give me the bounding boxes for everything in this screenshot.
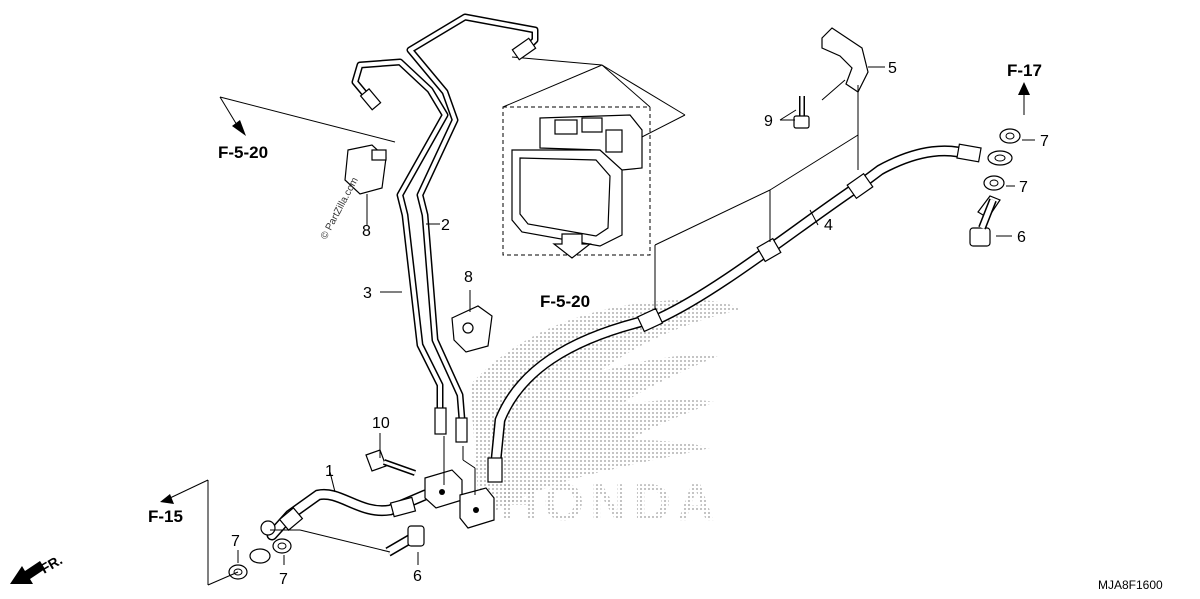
brake-hose-4[interactable] bbox=[487, 143, 982, 483]
diagram-code: MJA8F1600 bbox=[1098, 578, 1163, 592]
watermark: © PartZilla.com bbox=[319, 176, 361, 242]
sealing-washer-7-lower-mid[interactable] bbox=[272, 538, 292, 554]
ref-f-15[interactable]: F-15 bbox=[148, 507, 183, 526]
ref-arrow-down bbox=[552, 233, 592, 259]
honda-logo-text: HONDA bbox=[500, 474, 721, 532]
brake-pipe-3[interactable] bbox=[351, 58, 449, 414]
pipe-2-fitting-bottom bbox=[455, 417, 468, 443]
callout-7-upper-right[interactable]: 7 bbox=[1040, 133, 1049, 150]
pipe-clamp-upper[interactable] bbox=[344, 144, 387, 195]
abs-modulator-group bbox=[502, 56, 686, 256]
ref-f-17[interactable]: F-17 bbox=[1007, 61, 1042, 80]
banjo-bolt-6-lower[interactable] bbox=[385, 525, 425, 557]
callout-10[interactable]: 10 bbox=[372, 415, 390, 432]
ref-f-5-20-center[interactable]: F-5-20 bbox=[540, 292, 590, 311]
callout-3[interactable]: 3 bbox=[363, 285, 372, 302]
callout-2[interactable]: 2 bbox=[441, 217, 450, 234]
bolt-10[interactable] bbox=[365, 449, 417, 476]
ref-arrow-up-left bbox=[160, 479, 239, 586]
banjo-fitting-right[interactable] bbox=[987, 150, 1013, 166]
callout-7-lower-mid[interactable]: 7 bbox=[279, 571, 288, 588]
honda-wing-logo: HONDA bbox=[470, 300, 740, 532]
front-direction-arrow: FR. bbox=[10, 551, 65, 584]
sealing-washer-7-lower-right[interactable] bbox=[983, 175, 1005, 191]
callout-7-lower-right[interactable]: 7 bbox=[1019, 179, 1028, 196]
ref-arrow-left bbox=[219, 96, 396, 143]
callout-9[interactable]: 9 bbox=[764, 113, 773, 130]
callout-8-upper[interactable]: 8 bbox=[362, 223, 371, 240]
callout-5[interactable]: 5 bbox=[888, 60, 897, 77]
leader-lines bbox=[237, 66, 1035, 565]
ref-f-5-20-left[interactable]: F-5-20 bbox=[218, 143, 268, 162]
bracket-5[interactable] bbox=[821, 27, 869, 93]
pipe-3-fitting-bottom bbox=[434, 407, 447, 435]
callout-6-right[interactable]: 6 bbox=[1017, 229, 1026, 246]
brake-pipe-2[interactable] bbox=[406, 13, 539, 424]
brake-hose-1[interactable] bbox=[260, 488, 431, 541]
front-label: FR. bbox=[38, 551, 66, 576]
ref-arrow-up-right bbox=[1018, 82, 1030, 115]
banjo-bolt-6-right[interactable] bbox=[969, 195, 1001, 247]
joint-block-right[interactable] bbox=[459, 487, 495, 529]
pipe-2-fitting-top bbox=[511, 37, 537, 61]
callout-7-lower-left[interactable]: 7 bbox=[231, 533, 240, 550]
bolt-9[interactable] bbox=[793, 96, 810, 129]
callout-6-lower[interactable]: 6 bbox=[413, 568, 422, 585]
pipe-3-fitting-top bbox=[359, 88, 382, 111]
abs-modulator-unit[interactable] bbox=[511, 114, 643, 247]
sealing-washer-7-upper-right[interactable] bbox=[999, 128, 1021, 144]
callout-8-lower[interactable]: 8 bbox=[464, 269, 473, 286]
pipe-clamp-lower[interactable] bbox=[451, 305, 493, 353]
callout-1[interactable]: 1 bbox=[325, 463, 334, 480]
callout-4[interactable]: 4 bbox=[824, 217, 833, 234]
banjo-fitting-lower[interactable] bbox=[249, 548, 271, 564]
